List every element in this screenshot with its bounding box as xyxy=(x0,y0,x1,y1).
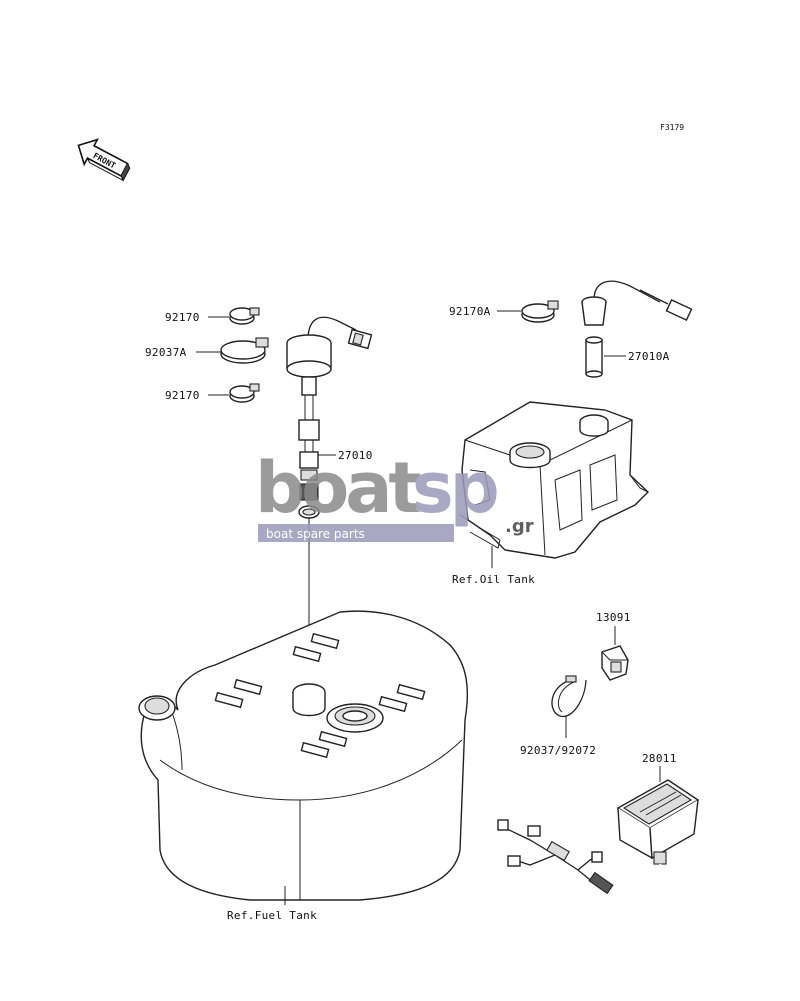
label-28011: 28011 xyxy=(642,752,677,765)
fuel-sender-27010 xyxy=(286,316,373,690)
label-27010A: 27010A xyxy=(628,350,670,363)
watermark-brand-part2: sp xyxy=(412,447,497,529)
fuel-tank xyxy=(138,610,469,901)
clamp-92170-bottom xyxy=(229,383,260,403)
watermark-domain: .gr xyxy=(505,516,534,537)
label-fuel-tank: Ref.Fuel Tank xyxy=(227,909,317,922)
label-13091: 13091 xyxy=(596,611,631,624)
clamp-92170A xyxy=(521,300,559,323)
part-13091 xyxy=(601,645,629,681)
front-arrow-icon: FRONT xyxy=(77,138,131,182)
watermark-band xyxy=(258,524,454,542)
label-92037A: 92037A xyxy=(145,346,187,359)
watermark-tagline: boat spare parts xyxy=(266,527,365,541)
label-92170A: 92170A xyxy=(449,305,491,318)
watermark-brand-part1: boat xyxy=(255,447,420,529)
figure-code: F3179 xyxy=(660,123,684,132)
clamp-92037A xyxy=(220,337,269,364)
label-92037-92072: 92037/92072 xyxy=(520,744,596,757)
gauge-28011 xyxy=(616,779,700,865)
watermark-logo: boat sp .gr boat spare parts xyxy=(255,447,534,542)
label-27010: 27010 xyxy=(338,449,373,462)
oil-sender-27010A xyxy=(581,280,693,378)
clamp-92170-top xyxy=(229,307,260,325)
label-oil-tank: Ref.Oil Tank xyxy=(452,573,535,586)
oil-tank xyxy=(459,401,650,559)
label-92170-top: 92170 xyxy=(165,311,200,324)
band-92037-92072 xyxy=(551,675,587,718)
fuel-tank-ribs xyxy=(214,632,426,759)
wire-harness xyxy=(497,819,664,907)
label-92170-bottom: 92170 xyxy=(165,389,200,402)
